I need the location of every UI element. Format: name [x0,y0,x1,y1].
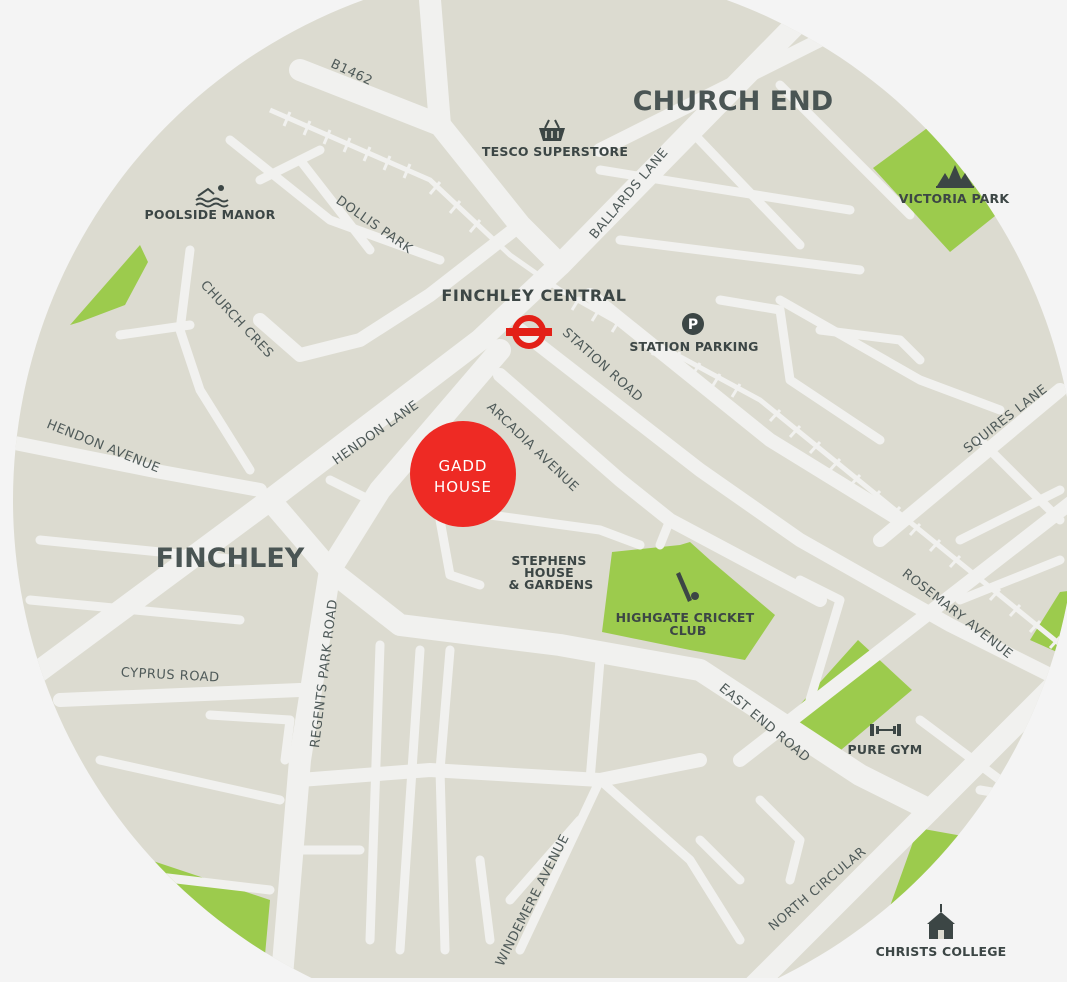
trees-icon [936,165,974,188]
poi-finchley-central[interactable]: FINCHLEY CENTRAL [441,286,626,349]
poi-highgate-cricket[interactable]: HIGHGATE CRICKET CLUB [616,572,755,638]
poi-christs-college[interactable]: CHRISTS COLLEGE [876,904,1007,959]
poi-stephens-house[interactable]: STEPHENS HOUSE & GARDENS [509,553,594,592]
station-label: FINCHLEY CENTRAL [441,286,626,305]
parking-icon: P [682,313,704,335]
poi-label-stephens-2: HOUSE [524,565,574,580]
poi-label-stephens-3: & GARDENS [509,577,594,592]
poi-victoria-park[interactable]: VICTORIA PARK [899,165,1011,206]
poi-poolside[interactable]: POOLSIDE MANOR [145,185,276,222]
poi-label-cricket-2: CLUB [669,623,706,638]
park-pure-gym [788,640,912,755]
swimmer-icon [195,185,229,208]
poi-label-parking: STATION PARKING [629,339,758,354]
underground-roundel-icon [506,315,552,349]
dumbbell-icon [870,724,901,736]
area-label-finchley: FINCHLEY [156,543,305,574]
poi-label-poolside: POOLSIDE MANOR [145,207,276,222]
secondary-roads [13,23,1067,787]
poi-tesco[interactable]: TESCO SUPERSTORE [482,119,628,159]
poi-label-tesco: TESCO SUPERSTORE [482,144,628,159]
park-west [70,245,148,325]
cricket-bat-icon [676,572,699,602]
poi-label-gym: PURE GYM [848,742,923,757]
poi-station-parking[interactable]: P STATION PARKING [629,313,758,354]
area-label-church-end: CHURCH END [633,86,833,117]
poi-label-christs: CHRISTS COLLEGE [876,944,1007,959]
railway [268,107,1067,652]
gadd-house-marker[interactable]: GADD HOUSE [410,421,516,527]
svg-text:P: P [688,317,698,333]
street-label-cyprus-road: CYPRUS ROAD [120,665,220,685]
poi-label-cricket-1: HIGHGATE CRICKET [616,610,755,625]
school-icon [927,904,955,939]
minor-roads [25,80,1065,955]
marker-circle [410,421,516,527]
park-victoria [873,126,1015,252]
poi-label-stephens-1: STEPHENS [511,553,586,568]
shopping-basket-icon [539,119,565,141]
poi-label-victoria-park: VICTORIA PARK [899,191,1011,206]
poi-pure-gym[interactable]: PURE GYM [848,724,923,757]
marker-label-line2: HOUSE [434,478,492,496]
marker-label-line1: GADD [439,457,488,475]
